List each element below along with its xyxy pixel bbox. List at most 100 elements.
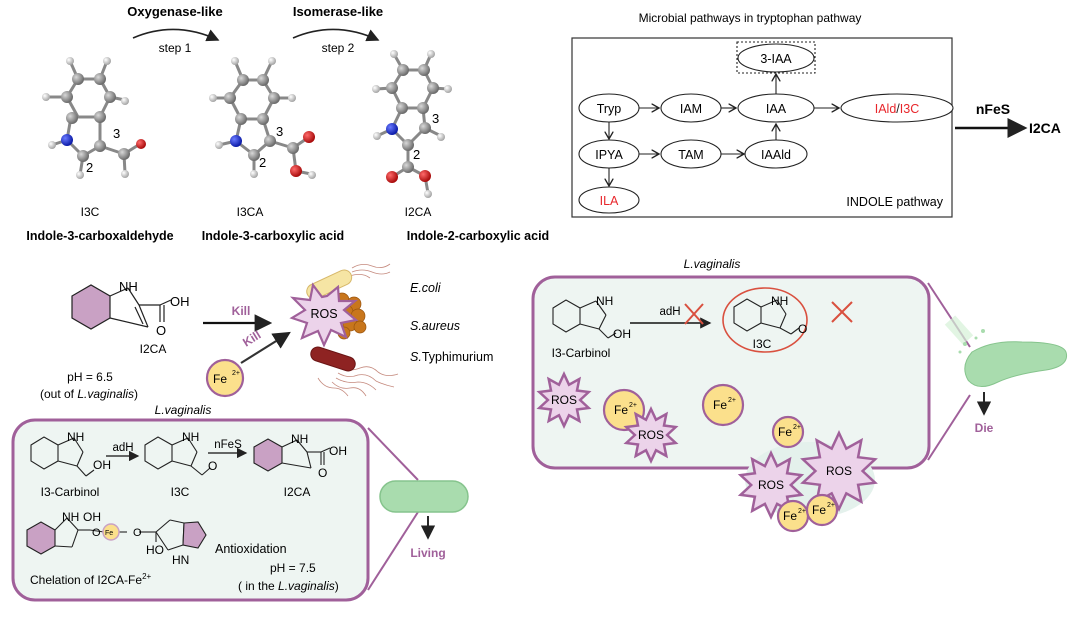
die-i3carbinol-nh: NH: [596, 294, 613, 308]
i2ca-nh: NH: [119, 279, 138, 294]
kill-label-2: Kill: [240, 328, 263, 350]
i2ca-label: I2CA: [140, 342, 167, 356]
i2ca-abbr: I2CA: [405, 205, 432, 219]
typhimurium: Typhimurium: [422, 350, 494, 364]
i3c-abbr: I3C: [81, 205, 100, 219]
step2-arrow: [292, 28, 380, 42]
living-i3carbinol-oh: OH: [93, 458, 111, 472]
fe-label: Fe: [614, 403, 628, 417]
label-iaa: IAA: [766, 102, 787, 116]
label-iam: IAM: [680, 102, 702, 116]
ros-burst-4: ROS: [800, 430, 878, 512]
chelation-o-right: O: [133, 527, 142, 539]
fe-label: Fe: [783, 509, 797, 523]
bacteria-saureus: S.aureus: [410, 319, 460, 333]
living-species-label: L.vaginalis: [155, 403, 212, 417]
ros-burst-2: ROS: [623, 406, 679, 464]
bacteria-ecoli: E.coli: [410, 281, 442, 295]
pathway-graph: [578, 41, 954, 214]
pathway-title: Microbial pathways in tryptophan pathway: [639, 11, 862, 25]
living-i3c-label: I3C: [171, 485, 190, 499]
chelation-structure: [26, 517, 207, 555]
chelation-label: Chelation of I2CA-Fe2+: [30, 572, 152, 587]
blocked-x-icon: [684, 303, 704, 325]
living-i3c-o: O: [208, 459, 217, 473]
ph-out-label: pH = 6.5: [67, 370, 113, 384]
indole-pathway-label: INDOLE pathway: [846, 195, 943, 209]
step1-arrow: [132, 28, 220, 42]
die-i3carbinol-oh: OH: [613, 327, 631, 341]
fe-label: Fe: [812, 503, 826, 517]
i3c-red-circle: [722, 287, 808, 353]
fe-charge: 2+: [629, 402, 637, 409]
i2ca-atom-3: 3: [432, 111, 439, 126]
fe-charge: 2+: [798, 508, 806, 515]
fe-charge: 2+: [728, 397, 736, 404]
label-slash: /: [896, 102, 900, 116]
i3ca-abbr: I3CA: [237, 205, 264, 219]
die-i3c-label: I3C: [753, 337, 772, 351]
i2ca-name: Indole-2-carboxylic acid: [407, 229, 549, 243]
i3c-name: Indole-3-carboxaldehyde: [26, 229, 173, 243]
ph-in-label: pH = 7.5: [270, 561, 316, 575]
die-i3c-nh: NH: [771, 294, 788, 308]
i3c-atom-3: 3: [113, 126, 120, 141]
chelation-ho: HO: [146, 543, 164, 557]
ros-burst-kill: ROS: [289, 282, 359, 348]
i2ca-oh: OH: [170, 294, 190, 309]
label-iald-i3c: IAld/I3C: [875, 102, 919, 116]
die-i3c-structure: [733, 298, 800, 335]
chelation-fe: Fe: [105, 530, 113, 537]
chelation-label-text: Chelation of I2CA-Fe: [30, 573, 142, 587]
label-i3c: I3C: [900, 102, 919, 116]
fe-ion: Fe 2+: [205, 358, 245, 398]
i3ca-atom-2: 2: [259, 155, 266, 170]
ros-star-shape: [623, 406, 679, 464]
pathway-box: [571, 37, 953, 218]
label-iald: IAld: [875, 102, 897, 116]
living-i2ca-nh: NH: [291, 432, 308, 446]
living-bacterium: [379, 480, 469, 513]
living-i3c-structure: [144, 436, 211, 476]
pathway-edges: [609, 74, 839, 186]
label-3iaa: 3-IAA: [760, 52, 792, 66]
die-i3carbinol-structure: [552, 299, 617, 339]
chelation-oh: OH: [83, 510, 101, 524]
living-i2ca-o: O: [318, 466, 327, 480]
i2ca-3d-model: [372, 50, 452, 198]
fe-label: Fe: [778, 425, 792, 439]
s-prefix: S.: [410, 350, 422, 364]
i2ca-o: O: [156, 323, 166, 338]
fe-charge: 2+: [793, 424, 801, 431]
i2ca-atom-2: 2: [413, 147, 420, 162]
i3ca-name: Indole-3-carboxylic acid: [202, 229, 344, 243]
ph-out-post: ): [134, 387, 138, 401]
die-label: Die: [975, 421, 994, 435]
node-iald-i3c: [840, 93, 954, 123]
blocked-x-icon-2: [831, 301, 853, 323]
zoom-line-top: [367, 427, 419, 481]
die-panel: [531, 275, 931, 470]
fe-charge: 2+: [232, 370, 240, 377]
living-i3carbinol-label: I3-Carbinol: [41, 485, 100, 499]
die-i3carbinol-label: I3-Carbinol: [552, 346, 611, 360]
chelation-hn: HN: [172, 553, 189, 567]
i3c-atom-2: 2: [86, 160, 93, 175]
fe-label: Fe: [213, 372, 227, 386]
ph-out-pre: (out of: [40, 387, 77, 401]
kill-label-1: Kill: [232, 304, 251, 318]
chelation-nh: NH: [62, 510, 79, 524]
bacteria-styphimurium: S.Typhimurium: [410, 350, 493, 364]
nfes-catalyst-label: nFeS: [976, 101, 1010, 117]
ph-in-species: L.vaginalis: [278, 579, 335, 593]
ros-star-shape: [800, 430, 878, 512]
s-typhimurium-cell: [310, 346, 356, 372]
ros-label: ROS: [310, 307, 337, 321]
zoom-line-bottom: [367, 511, 419, 591]
label-ipya: IPYA: [595, 148, 623, 162]
ros-label: ROS: [826, 464, 852, 478]
step2-label: step 2: [322, 41, 355, 55]
